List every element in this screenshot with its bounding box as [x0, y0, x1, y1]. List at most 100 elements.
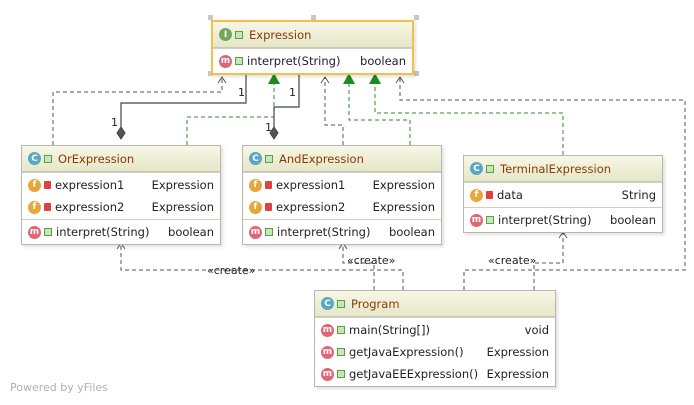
- edge-create-and[interactable]: [342, 243, 375, 290]
- selection-handle[interactable]: [414, 71, 419, 76]
- method-row[interactable]: m interpret(String) boolean: [243, 221, 441, 243]
- method-name: interpret(String): [498, 213, 592, 227]
- edge-or-dependency[interactable]: [52, 77, 223, 145]
- method-row[interactable]: m interpret(String) boolean: [22, 221, 220, 243]
- method-name: getJavaExpression(): [349, 345, 464, 359]
- selection-handle[interactable]: [414, 15, 419, 20]
- method-name: main(String[]): [349, 323, 430, 337]
- methods-section: m interpret(String) boolean: [22, 219, 220, 244]
- method-row[interactable]: m getJavaEEExpression() Expression: [315, 363, 555, 385]
- public-visibility-icon: [265, 154, 273, 163]
- class-box-and-expression[interactable]: C AndExpression f expression1 Expression…: [242, 145, 442, 245]
- methods-section: m interpret(String) boolean: [243, 219, 441, 244]
- class-icon: C: [249, 152, 262, 165]
- edge-create-terminal[interactable]: [533, 232, 564, 290]
- field-icon: f: [249, 200, 262, 214]
- selection-handle[interactable]: [311, 15, 316, 20]
- methods-section: m interpret(String) boolean: [213, 48, 412, 73]
- field-type: Expression: [151, 178, 214, 192]
- fields-section: f expression1 Expression f expression2 E…: [22, 172, 220, 219]
- public-visibility-icon: [337, 348, 345, 356]
- edge-or-realization[interactable]: [186, 84, 275, 145]
- methods-section: m main(String[]) void m getJavaExpressio…: [315, 317, 555, 386]
- selection-handle[interactable]: [208, 71, 213, 76]
- private-lock-icon: [265, 203, 272, 211]
- method-row[interactable]: m interpret(String) boolean: [213, 50, 412, 72]
- field-icon: f: [28, 178, 41, 192]
- public-visibility-icon: [44, 228, 52, 236]
- field-icon: f: [249, 178, 262, 192]
- method-row[interactable]: m main(String[]) void: [315, 319, 555, 341]
- edge-and-dependency[interactable]: [324, 77, 344, 145]
- class-header: C AndExpression: [243, 146, 441, 172]
- methods-section: m interpret(String) boolean: [464, 207, 662, 232]
- public-visibility-icon: [235, 57, 243, 65]
- return-type: Expression: [486, 345, 549, 359]
- method-icon: m: [28, 225, 41, 239]
- field-type: String: [621, 188, 656, 202]
- class-box-program[interactable]: C Program m main(String[]) void m getJav…: [314, 290, 556, 387]
- field-row[interactable]: f data String: [464, 184, 662, 206]
- public-visibility-icon: [44, 154, 52, 163]
- public-visibility-icon: [337, 370, 345, 378]
- field-type: Expression: [372, 178, 435, 192]
- class-name: Program: [351, 296, 400, 311]
- private-lock-icon: [486, 191, 493, 199]
- field-icon: f: [28, 200, 41, 214]
- method-name: interpret(String): [277, 225, 371, 239]
- class-name: Expression: [249, 27, 312, 42]
- field-name: expression1: [55, 178, 125, 192]
- selection-handle[interactable]: [208, 15, 213, 20]
- public-visibility-icon: [265, 228, 273, 236]
- class-name: AndExpression: [279, 151, 364, 166]
- method-icon: m: [249, 225, 262, 239]
- field-row[interactable]: f expression1 Expression: [243, 174, 441, 196]
- method-name: interpret(String): [247, 54, 341, 68]
- method-row[interactable]: m getJavaExpression() Expression: [315, 341, 555, 363]
- edge-and-realization[interactable]: [348, 84, 411, 145]
- multiplicity-label: 1: [111, 116, 118, 129]
- class-header: C TerminalExpression: [464, 156, 662, 182]
- aggregation-diamond: [116, 126, 126, 140]
- field-row[interactable]: f expression1 Expression: [22, 174, 220, 196]
- class-name: OrExpression: [58, 151, 135, 166]
- private-lock-icon: [265, 181, 272, 189]
- method-icon: m: [321, 367, 334, 381]
- edge-program-dependency[interactable]: [399, 77, 686, 290]
- private-lock-icon: [44, 203, 51, 211]
- interface-icon: I: [219, 28, 232, 41]
- field-row[interactable]: f expression2 Expression: [22, 196, 220, 218]
- method-row[interactable]: m interpret(String) boolean: [464, 209, 662, 231]
- return-type: boolean: [610, 213, 656, 227]
- method-name: interpret(String): [56, 225, 150, 239]
- create-label: «create»: [488, 254, 536, 267]
- class-box-expression[interactable]: I Expression m interpret(String) boolean: [211, 20, 414, 75]
- field-type: Expression: [372, 200, 435, 214]
- class-icon: C: [470, 162, 483, 175]
- field-name: expression1: [276, 178, 346, 192]
- return-type: boolean: [389, 225, 435, 239]
- aggregation-diamond: [269, 126, 279, 140]
- return-type: boolean: [360, 54, 406, 68]
- realization-arrowhead: [268, 73, 280, 84]
- edge-and-aggregation[interactable]: [273, 74, 300, 127]
- field-row[interactable]: f expression2 Expression: [243, 196, 441, 218]
- edge-or-aggregation[interactable]: [120, 74, 247, 127]
- method-name: getJavaEEExpression(): [349, 367, 479, 381]
- field-icon: f: [470, 188, 483, 202]
- edge-create-or[interactable]: [120, 243, 404, 290]
- watermark: Powered by yFiles: [10, 381, 108, 394]
- public-visibility-icon: [337, 299, 345, 308]
- public-visibility-icon: [486, 164, 494, 173]
- private-lock-icon: [44, 181, 51, 189]
- realization-arrowhead: [369, 73, 381, 84]
- create-label: «create»: [207, 264, 255, 277]
- field-type: Expression: [151, 200, 214, 214]
- method-icon: m: [321, 345, 334, 359]
- class-header: I Expression: [213, 22, 412, 48]
- class-box-or-expression[interactable]: C OrExpression f expression1 Expression …: [21, 145, 221, 245]
- edge-terminal-realization[interactable]: [374, 84, 564, 155]
- class-box-terminal-expression[interactable]: C TerminalExpression f data String m int…: [463, 155, 663, 233]
- method-icon: m: [219, 54, 232, 68]
- realization-arrowhead: [343, 73, 355, 84]
